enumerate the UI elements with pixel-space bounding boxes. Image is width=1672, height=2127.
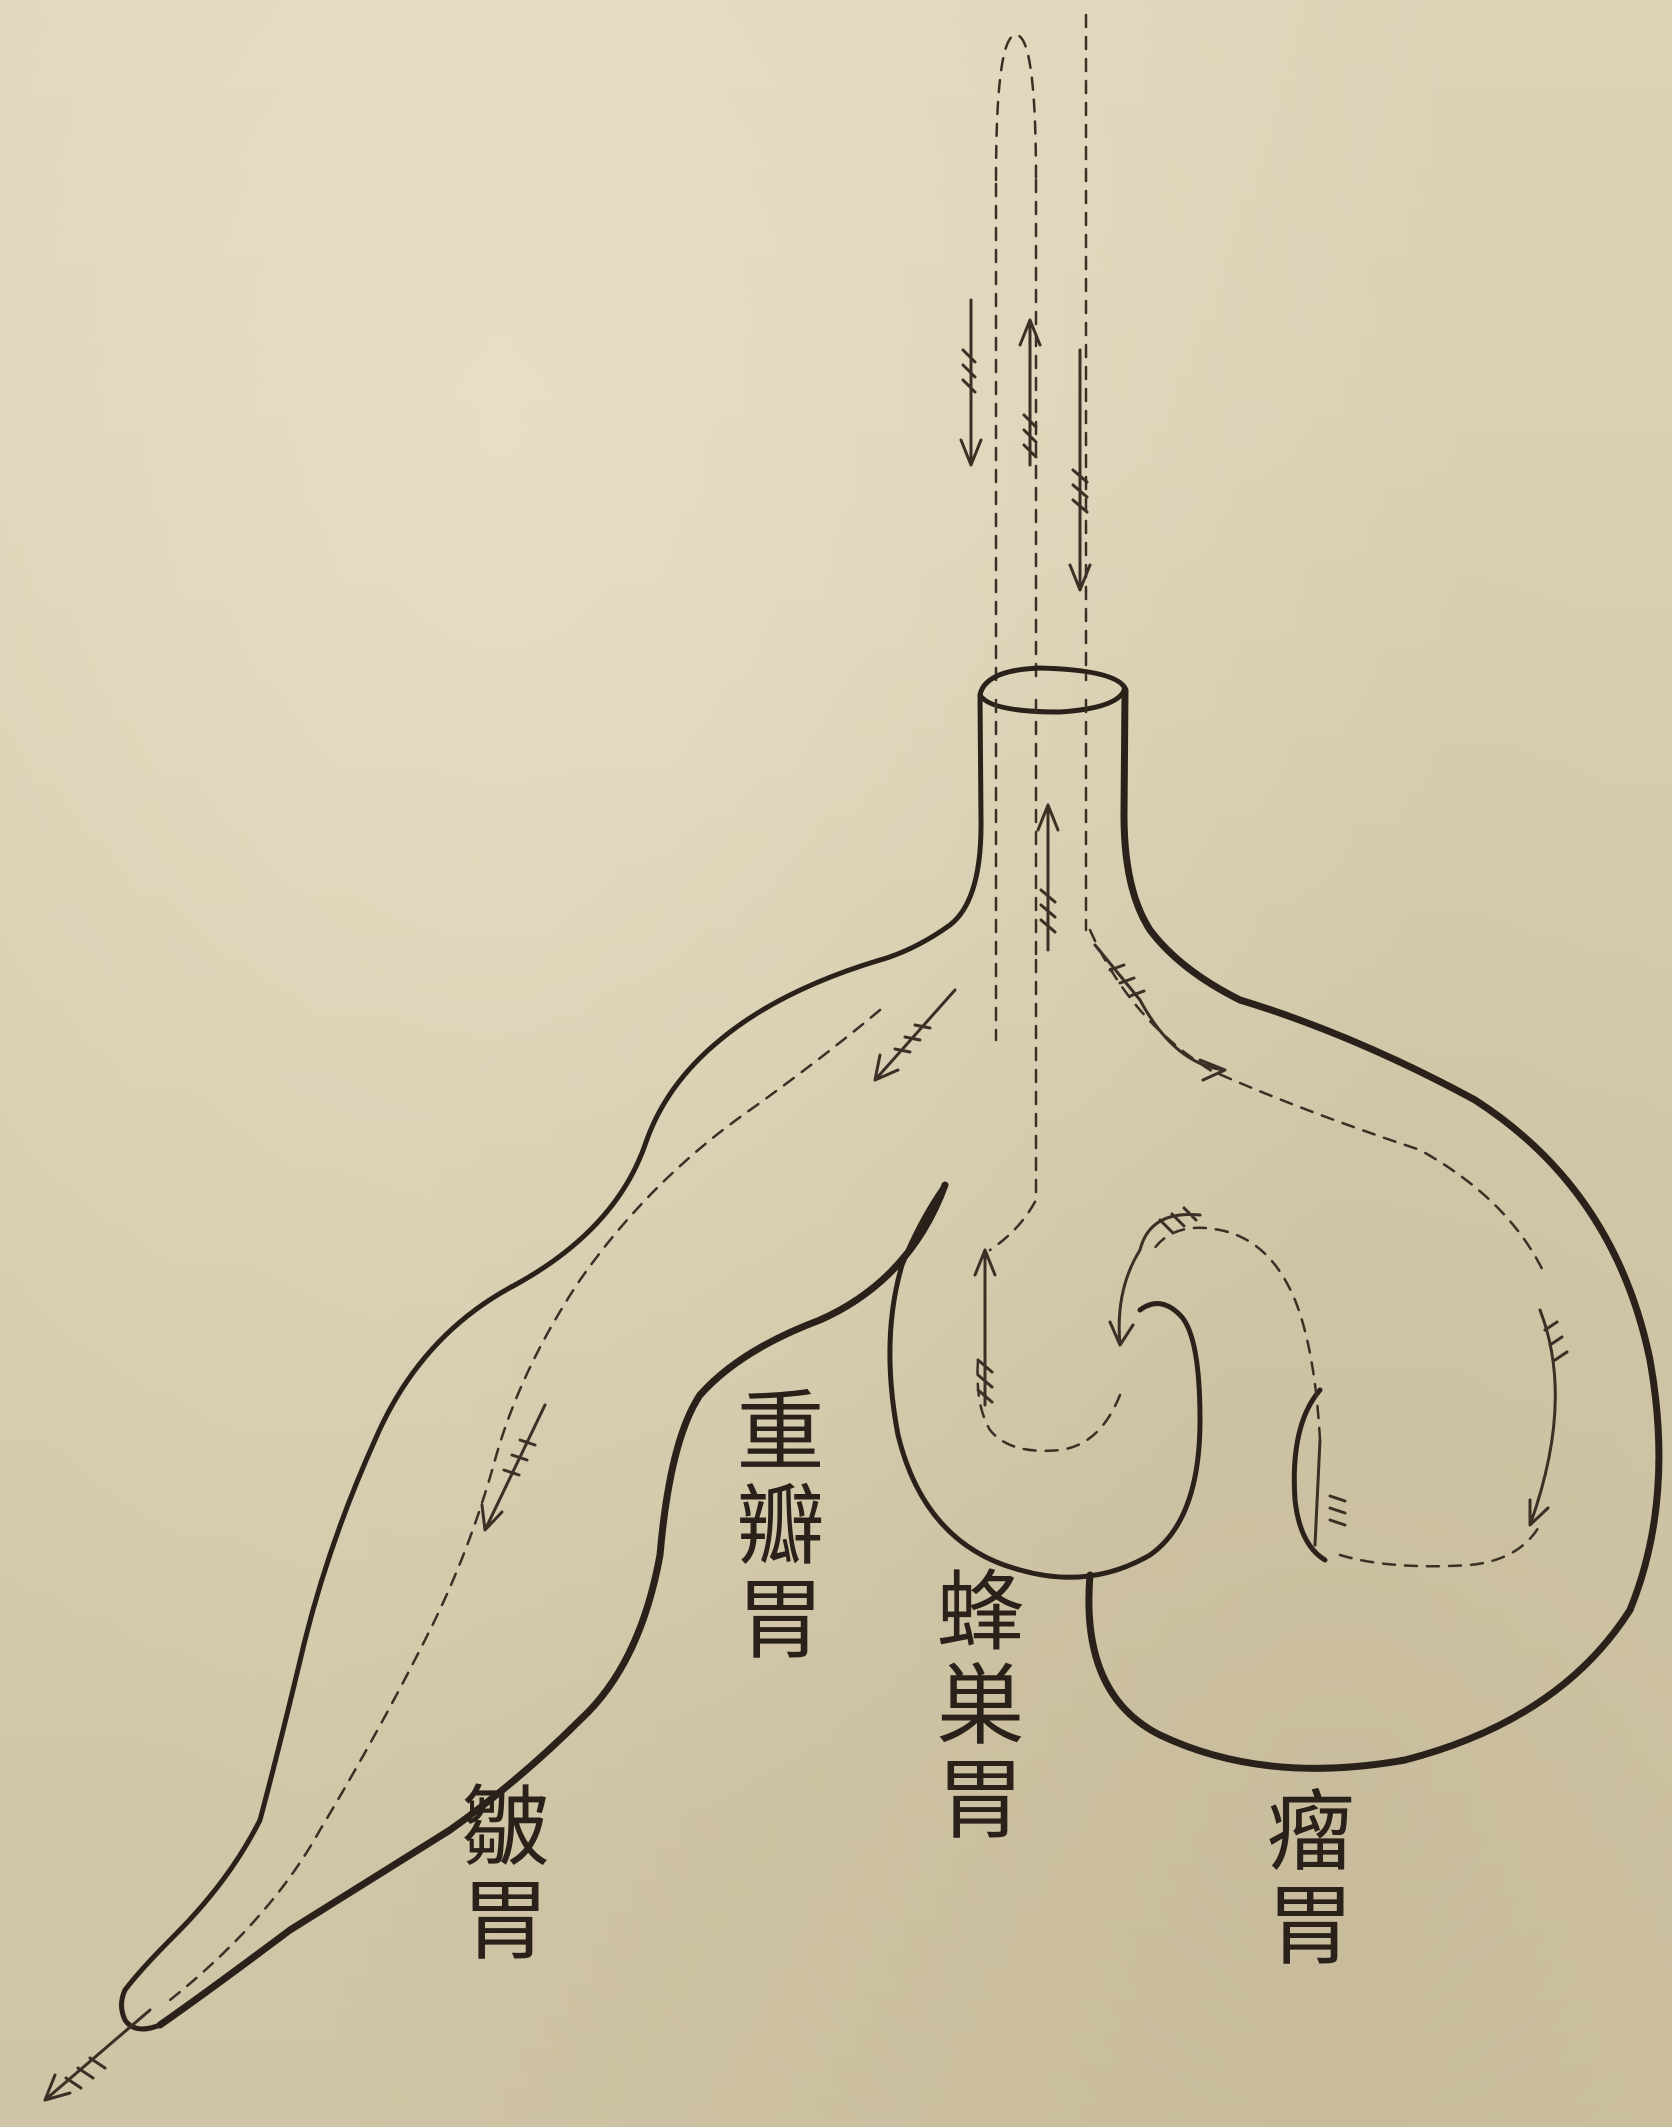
abomasum-arrow-1 [875,990,955,1080]
exit-arrow [45,2010,150,2100]
rumen-inner-arrow [1315,1440,1345,1545]
label-rumen: 瘤胃 [1255,1785,1351,1973]
rumen-inner-dashed [1150,1228,1320,1440]
reticulum-inner-dashed [978,1360,1121,1451]
esophagus-opening [980,668,1125,712]
label-omasum: 重瓣胃 [725,1385,821,1667]
rumen-lower-dashed [1340,1525,1540,1566]
label-reticulum: 蜂巣胃 [925,1565,1021,1847]
down-arrow-left [961,300,981,465]
rumen-arrow-right [1530,1310,1567,1525]
rumen-outline [1089,1000,1659,1768]
esophagus-upper-top-dashed [996,35,1036,180]
up-arrow-neck [1038,805,1058,950]
reticulum-down-dashed [990,960,1036,1250]
reticulum-outline [890,1185,1200,1577]
abomasum-lower-outline [160,1185,945,2025]
rumen-inner-fold [1294,1390,1325,1560]
esophagus-right-wall [1124,690,1240,1000]
rumen-arrow-top [1095,945,1225,1080]
esophagus-left-wall [880,695,981,960]
abomasum-arrow-2 [482,1405,545,1530]
label-abomasum: 皺胃 [450,1780,546,1968]
pylorus-opening [122,1990,161,2029]
reticulum-up-arrow [975,1250,995,1405]
